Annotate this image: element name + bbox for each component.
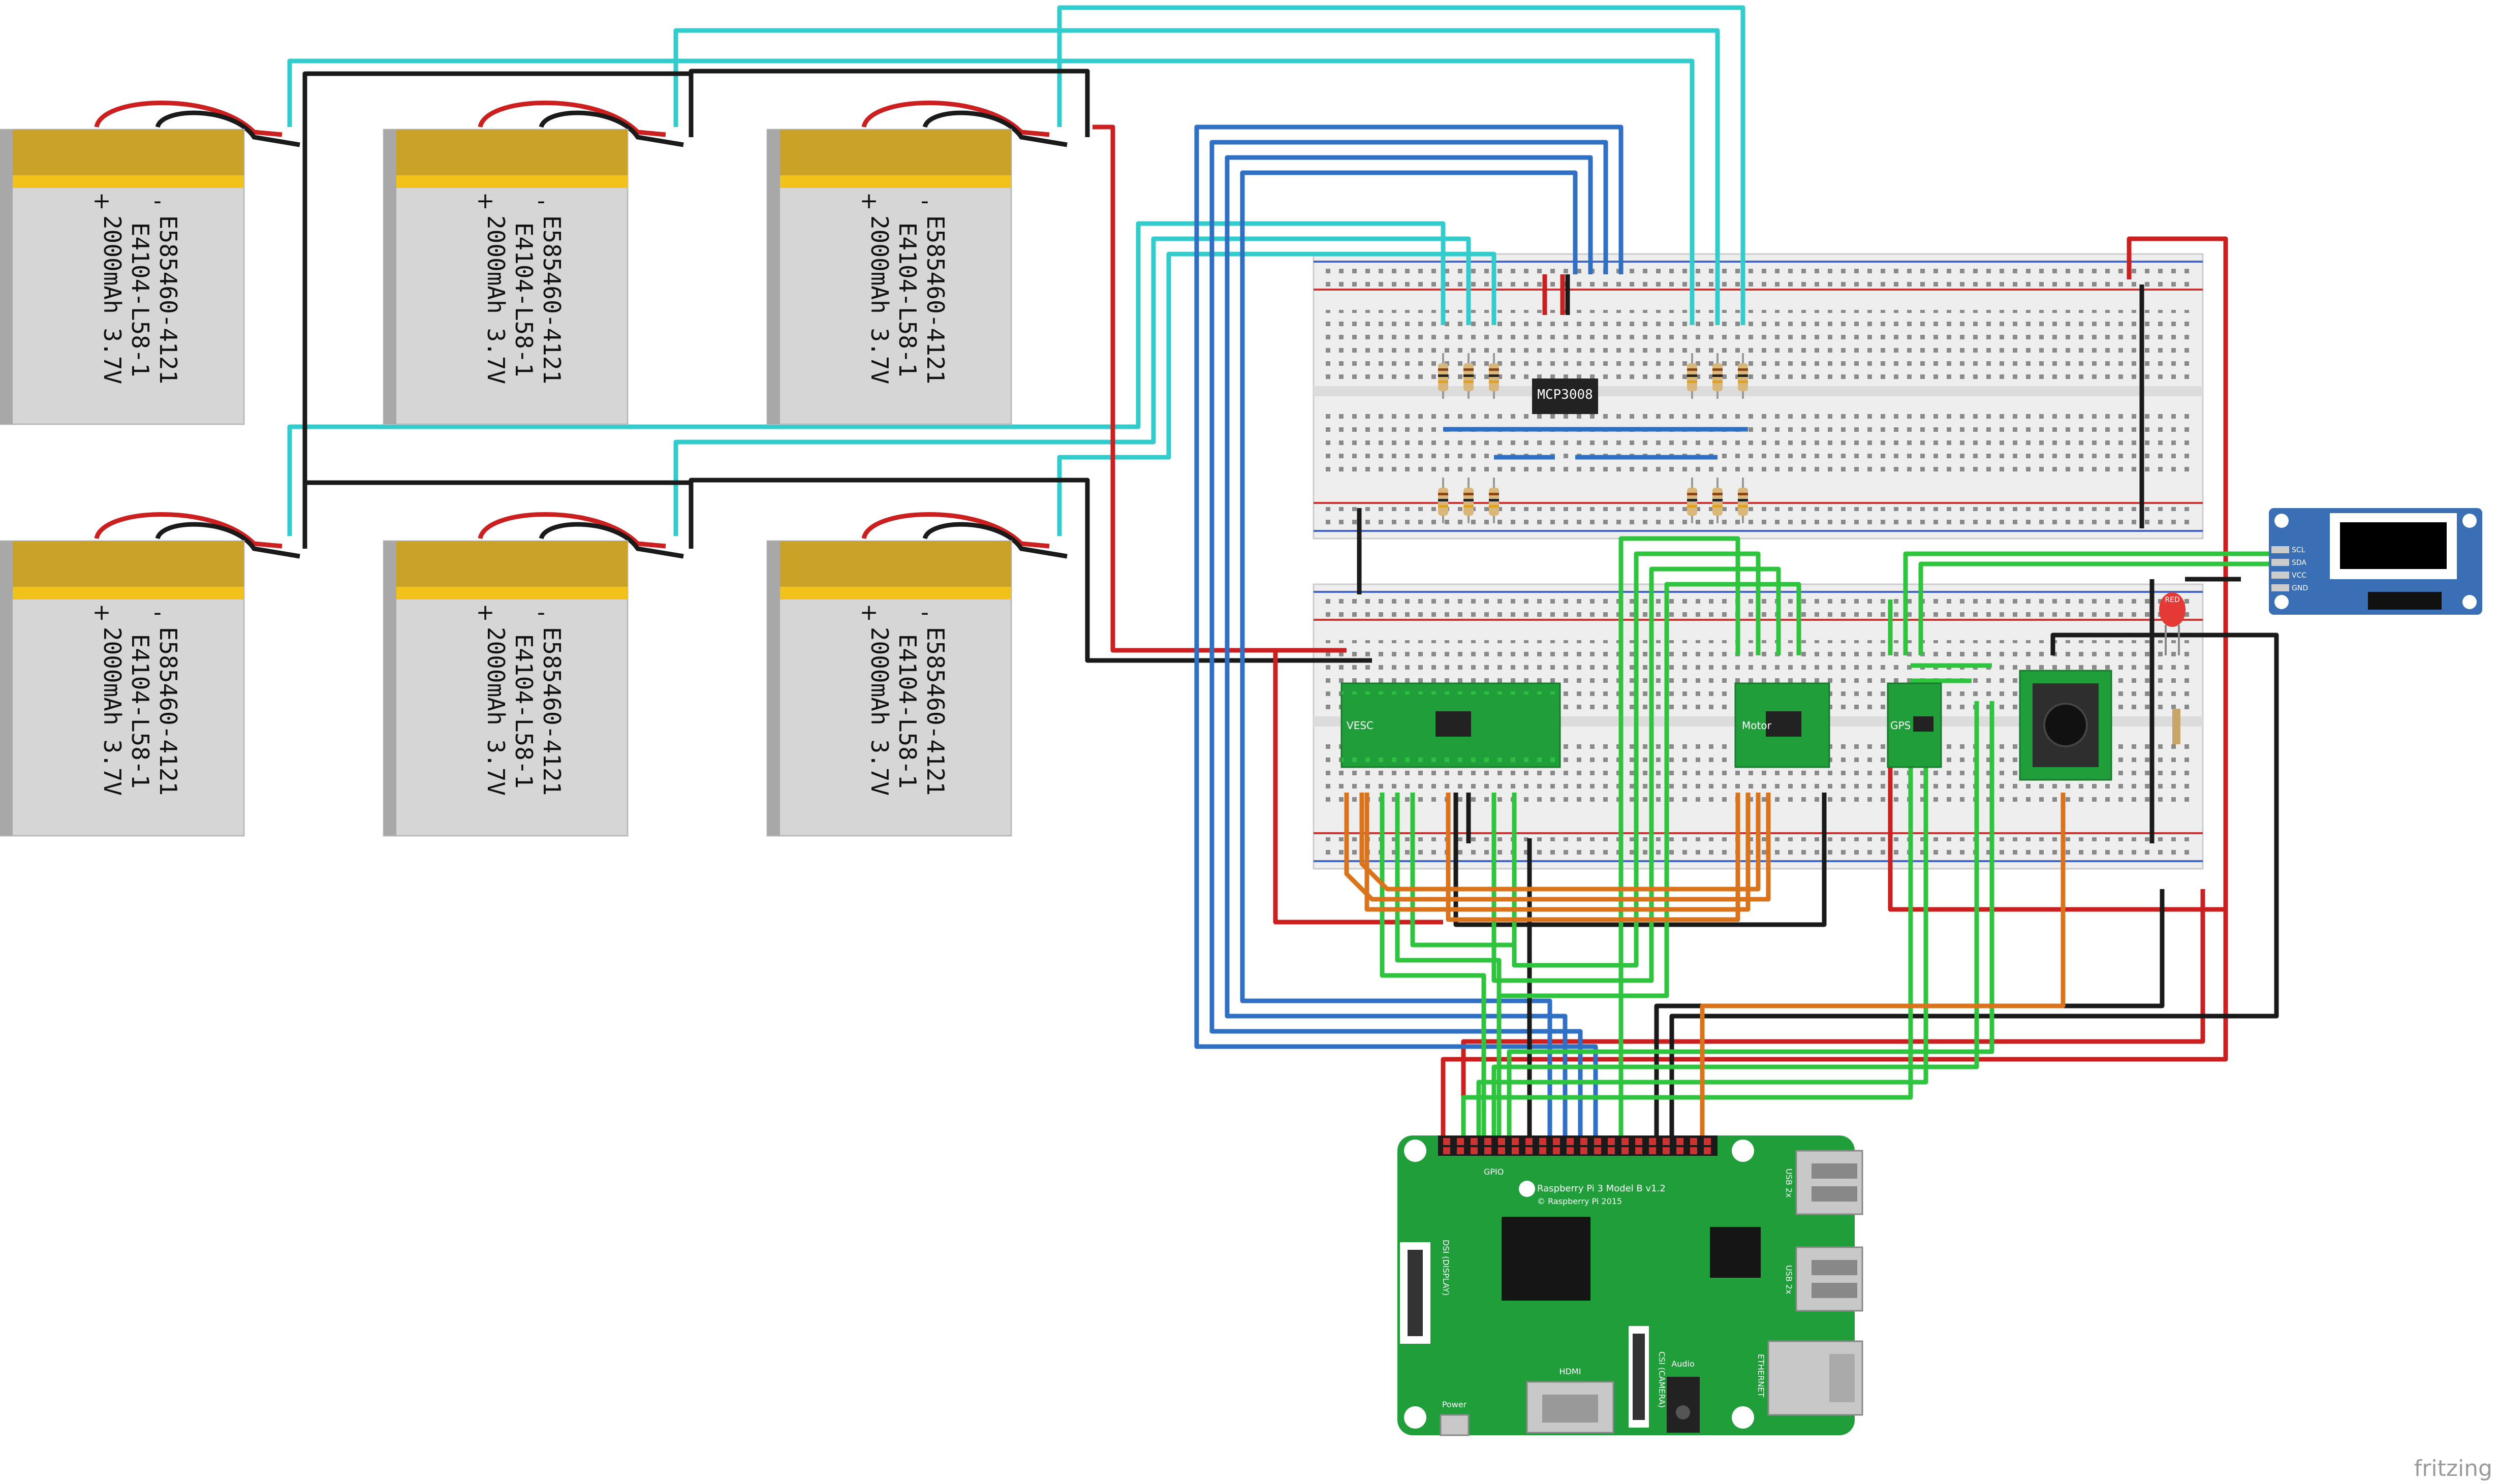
battery-label-line: 2000mAh 3.7V xyxy=(866,215,893,384)
battery-label-line: E4104-L58-1 xyxy=(127,223,154,377)
ethernet-port xyxy=(1767,1340,1863,1416)
wires-orange xyxy=(1344,793,2066,1138)
battery-label-line: E585460-4121 xyxy=(538,215,566,384)
resistor xyxy=(1438,478,1448,523)
battery-minus-label: - xyxy=(153,188,162,214)
vesc-label: VESC xyxy=(1347,719,1374,732)
audio-label: Audio xyxy=(1671,1359,1694,1369)
battery-label-line: 2000mAh 3.7V xyxy=(482,627,510,796)
wires-black-power xyxy=(302,69,1372,663)
audio-jack xyxy=(1667,1377,1700,1433)
battery-label-line: E585460-4121 xyxy=(922,627,949,796)
motor-label: Motor xyxy=(1742,719,1772,732)
hdmi-label: HDMI xyxy=(1559,1367,1581,1376)
resistor xyxy=(1438,353,1448,399)
battery-label-line: E4104-L58-1 xyxy=(510,223,538,377)
resistor xyxy=(1489,478,1499,523)
resistor xyxy=(1738,478,1748,523)
led-label: RED xyxy=(2165,596,2179,604)
pi-title: Raspberry Pi 3 Model B v1.2 xyxy=(1537,1183,1666,1194)
battery-plus-label: + xyxy=(92,599,111,625)
hdmi-port xyxy=(1526,1381,1614,1434)
battery-label-line: E4104-L58-1 xyxy=(894,223,921,377)
resistor xyxy=(1489,353,1499,399)
resistor xyxy=(1463,478,1474,523)
display-label: DSI (DISPLAY) xyxy=(1441,1240,1451,1296)
usb-controller-chip xyxy=(1710,1227,1761,1278)
gps-module: GPS xyxy=(1887,682,1942,768)
oled-pin-label: SCL xyxy=(2292,546,2305,554)
battery-minus-label: - xyxy=(921,188,929,214)
oled-module: SCL SDA VCC GND xyxy=(2269,508,2482,615)
soc-chip xyxy=(1502,1217,1590,1301)
mcp3008-label: MCP3008 xyxy=(1537,387,1593,402)
battery-label-line: E4104-L58-1 xyxy=(894,634,921,789)
wires-red-power xyxy=(1093,124,2228,1138)
battery-label-line: E4104-L58-1 xyxy=(510,634,538,789)
push-button xyxy=(2019,670,2112,781)
battery-label-line: 2000mAh 3.7V xyxy=(866,627,893,796)
wires-cyan xyxy=(287,5,1745,536)
battery-label-line: E585460-4121 xyxy=(154,215,182,384)
vesc-module: VESC xyxy=(1340,682,1561,768)
gps-label: GPS xyxy=(1890,719,1911,732)
battery-label-line: 2000mAh 3.7V xyxy=(482,215,510,384)
battery-plus-label: + xyxy=(476,188,495,214)
battery-minus-label: - xyxy=(921,599,929,625)
battery-plus-label: + xyxy=(92,188,111,214)
power-port xyxy=(1440,1414,1470,1436)
oled-pin-label: GND xyxy=(2292,584,2308,592)
battery-plus-label: + xyxy=(860,188,879,214)
mcp3008-chip: MCP3008 xyxy=(1532,378,1598,414)
battery-label-line: 2000mAh 3.7V xyxy=(99,215,126,384)
battery-label-line: E585460-4121 xyxy=(538,627,566,796)
battery-minus-label: - xyxy=(153,599,162,625)
usb-port-1 xyxy=(1795,1150,1863,1215)
battery-label-line: E585460-4121 xyxy=(922,215,949,384)
ethernet-label: ETHERNET xyxy=(1756,1354,1766,1397)
resistor xyxy=(1687,353,1697,399)
battery-label-line: E4104-L58-1 xyxy=(127,634,154,789)
fritzing-watermark: fritzing xyxy=(2414,1456,2492,1481)
battery-label-line: 2000mAh 3.7V xyxy=(99,627,126,796)
horizontal-blue-jumpers xyxy=(1443,427,1748,460)
battery-plus-label: + xyxy=(860,599,879,625)
wires-blue xyxy=(1194,124,1624,1138)
camera-label: CSI (CAMERA) xyxy=(1657,1351,1667,1408)
resistor xyxy=(1463,353,1474,399)
oled-pin-label: SDA xyxy=(2292,559,2306,567)
battery-plus-label: + xyxy=(476,599,495,625)
power-label: Power xyxy=(1442,1400,1467,1409)
raspberry-logo-icon xyxy=(1519,1181,1535,1197)
resistor xyxy=(1687,478,1697,523)
resistor xyxy=(1712,478,1723,523)
motor-module: Motor xyxy=(1734,682,1830,768)
usb-port-2 xyxy=(1795,1246,1863,1312)
red-led: RED xyxy=(2159,592,2186,744)
oled-pin-label: VCC xyxy=(2292,572,2306,580)
gpio-label: GPIO xyxy=(1484,1167,1504,1177)
pi-copyright: © Raspberry Pi 2015 xyxy=(1537,1196,1622,1206)
battery-label-line: E585460-4121 xyxy=(154,627,182,796)
raspberry-pi-board: GPIO Raspberry Pi 3 Model B v1.2 © Raspb… xyxy=(1397,1135,1863,1436)
resistor xyxy=(1712,353,1723,399)
usb2-label: USB 2x xyxy=(1784,1265,1794,1294)
resistor xyxy=(1738,353,1748,399)
battery-minus-label: - xyxy=(537,188,545,214)
resistors xyxy=(1438,353,1748,523)
battery-minus-label: - xyxy=(537,599,545,625)
usb1-label: USB 2x xyxy=(1784,1169,1794,1198)
